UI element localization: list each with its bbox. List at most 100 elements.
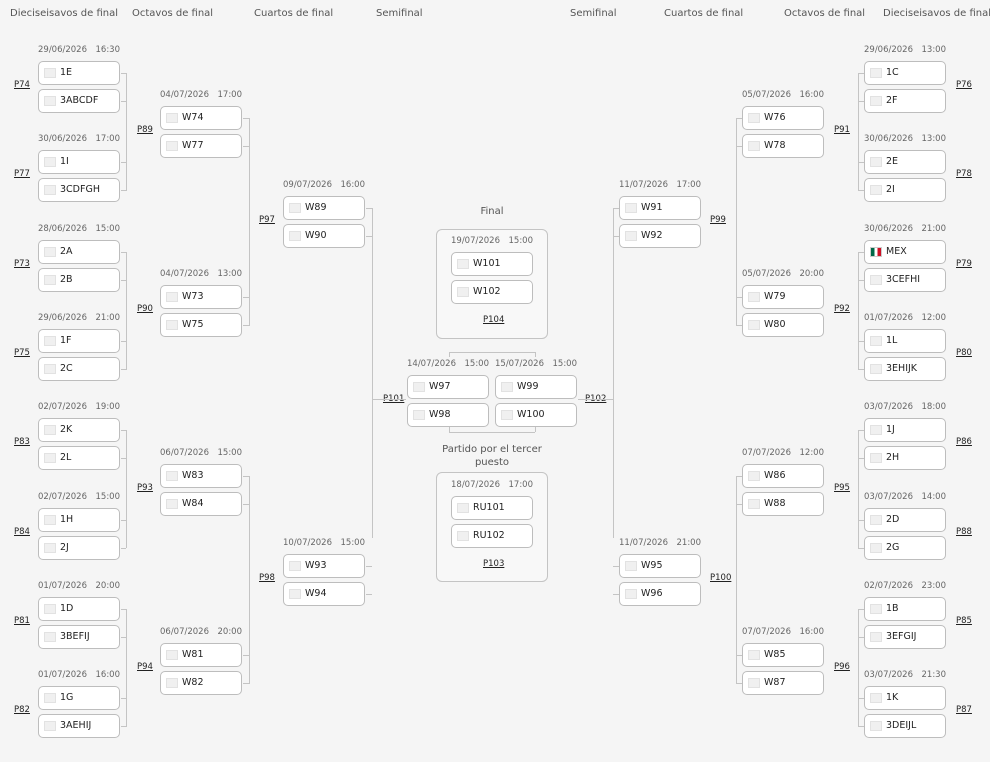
team-slot[interactable]: W99 — [495, 375, 577, 399]
match-link[interactable]: P79 — [956, 258, 972, 269]
team-slot[interactable]: W102 — [451, 280, 533, 304]
match-link[interactable]: P74 — [14, 80, 30, 90]
team-slot[interactable]: 2I — [864, 178, 946, 203]
match-link[interactable]: P98 — [259, 573, 275, 583]
team-slot[interactable]: MEX — [864, 239, 946, 264]
team-slot[interactable]: W93 — [283, 554, 365, 578]
match-link[interactable]: P76 — [956, 80, 972, 90]
team-slot[interactable]: W89 — [283, 196, 365, 220]
team-slot[interactable]: 2E — [864, 150, 946, 175]
match-link[interactable]: P92 — [834, 304, 850, 314]
match-link[interactable]: P73 — [14, 258, 30, 269]
team-slot[interactable]: 1J — [864, 418, 946, 443]
team-slot[interactable]: 1C — [864, 61, 946, 85]
team-slot[interactable]: W75 — [160, 313, 242, 337]
team-slot[interactable]: W98 — [407, 403, 489, 427]
match-link[interactable]: P84 — [14, 526, 30, 537]
team-slot[interactable]: 2F — [864, 89, 946, 113]
team-slot[interactable]: W74 — [160, 106, 242, 130]
team-slot[interactable]: 3BEFIJ — [38, 624, 120, 649]
team-slot[interactable]: W73 — [160, 285, 242, 309]
team-slot[interactable]: W86 — [742, 464, 824, 488]
match-link[interactable]: P77 — [14, 169, 30, 180]
match-link[interactable]: P90 — [137, 304, 153, 314]
match-link[interactable]: P93 — [137, 483, 153, 493]
team-slot[interactable]: 2B — [38, 267, 120, 292]
team-slot[interactable]: W95 — [619, 554, 701, 578]
match-link[interactable]: P99 — [710, 215, 726, 225]
team-slot[interactable]: 3EHIJK — [864, 356, 946, 381]
team-slot[interactable]: W76 — [742, 106, 824, 130]
match-link[interactable]: P100 — [710, 573, 732, 583]
team-slot[interactable]: 1B — [864, 596, 946, 621]
team-slot[interactable]: 1G — [38, 686, 120, 711]
team-slot[interactable]: 3CDFGH — [38, 178, 120, 203]
team-slot[interactable]: W96 — [619, 582, 701, 606]
team-slot[interactable]: W100 — [495, 403, 577, 427]
team-slot[interactable]: 1I — [38, 150, 120, 175]
match-link[interactable]: P89 — [137, 125, 153, 135]
team-slot[interactable]: 1D — [38, 596, 120, 621]
team-slot[interactable]: W90 — [283, 224, 365, 248]
team-slot[interactable]: 2K — [38, 418, 120, 443]
team-slot[interactable]: 2G — [864, 535, 946, 560]
team-slot[interactable]: 3CEFHI — [864, 267, 946, 292]
team-slot[interactable]: W91 — [619, 196, 701, 220]
team-slot[interactable]: W80 — [742, 313, 824, 337]
team-slot[interactable]: RU102 — [451, 524, 533, 548]
team-slot[interactable]: W88 — [742, 492, 824, 516]
team-slot[interactable]: 3ABCDF — [38, 89, 120, 113]
match-link[interactable]: P82 — [14, 705, 30, 716]
team-slot[interactable]: W77 — [160, 134, 242, 158]
team-slot[interactable]: W79 — [742, 285, 824, 309]
team-slot[interactable]: W101 — [451, 252, 533, 276]
bracket-connector — [613, 594, 619, 595]
team-slot[interactable]: 2L — [38, 446, 120, 471]
team-slot[interactable]: 1F — [38, 328, 120, 353]
match-link[interactable]: P97 — [259, 215, 275, 225]
team-slot[interactable]: W81 — [160, 643, 242, 667]
team-slot[interactable]: W78 — [742, 134, 824, 158]
team-slot[interactable]: W97 — [407, 375, 489, 399]
match-link[interactable]: P104 — [483, 315, 505, 325]
match-link[interactable]: P85 — [956, 615, 972, 626]
team-slot[interactable]: RU101 — [451, 496, 533, 520]
flag-placeholder-icon — [870, 96, 882, 106]
team-slot[interactable]: 2C — [38, 356, 120, 381]
team-slot[interactable]: W94 — [283, 582, 365, 606]
team-slot[interactable]: W92 — [619, 224, 701, 248]
team-slot[interactable]: W85 — [742, 643, 824, 667]
match-link[interactable]: P83 — [14, 437, 30, 448]
team-slot[interactable]: W84 — [160, 492, 242, 516]
match-link[interactable]: P81 — [14, 615, 30, 626]
team-slot[interactable]: W87 — [742, 671, 824, 695]
flag-placeholder-icon — [413, 410, 425, 420]
bracket-connector — [121, 547, 126, 549]
match-link[interactable]: P87 — [956, 705, 972, 716]
match-link[interactable]: P88 — [956, 526, 972, 537]
team-slot[interactable]: 3EFGIJ — [864, 624, 946, 649]
match-link[interactable]: P78 — [956, 169, 972, 180]
team-slot[interactable]: 2D — [864, 507, 946, 532]
team-slot[interactable]: W83 — [160, 464, 242, 488]
match-date: 30/06/2026 — [864, 134, 913, 145]
team-slot[interactable]: W82 — [160, 671, 242, 695]
match-link[interactable]: P91 — [834, 125, 850, 135]
match-link[interactable]: P103 — [483, 559, 505, 569]
match-link[interactable]: P95 — [834, 483, 850, 493]
match-link[interactable]: P86 — [956, 437, 972, 448]
match-link[interactable]: P94 — [137, 662, 153, 672]
team-slot[interactable]: 2J — [38, 535, 120, 560]
match-date: 02/07/2026 — [38, 402, 87, 413]
team-slot[interactable]: 1L — [864, 328, 946, 353]
team-slot[interactable]: 1K — [864, 686, 946, 711]
team-slot[interactable]: 3DEIJL — [864, 714, 946, 739]
team-slot[interactable]: 2H — [864, 446, 946, 471]
match-link[interactable]: P75 — [14, 347, 30, 358]
match-link[interactable]: P96 — [834, 662, 850, 672]
team-slot[interactable]: 2A — [38, 239, 120, 264]
team-slot[interactable]: 1H — [38, 507, 120, 532]
team-slot[interactable]: 1E — [38, 61, 120, 85]
team-slot[interactable]: 3AEHIJ — [38, 714, 120, 739]
match-link[interactable]: P80 — [956, 347, 972, 358]
